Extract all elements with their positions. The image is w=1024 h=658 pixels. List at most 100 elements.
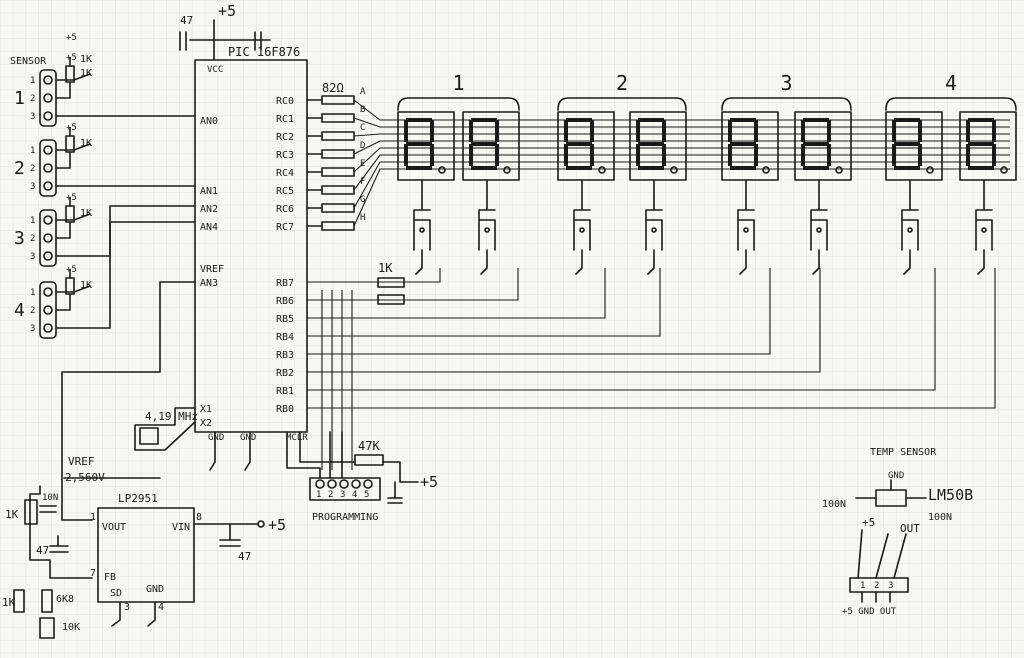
- regulator-p7: 7: [90, 568, 96, 579]
- segment: [564, 144, 568, 166]
- sensor-plus-label: +5: [66, 33, 77, 43]
- segment: [968, 118, 994, 122]
- temp-pin-number: 1: [860, 581, 865, 591]
- pin-number: 3: [30, 252, 35, 262]
- digit-group-label: 3: [781, 71, 793, 95]
- segment: [803, 142, 829, 146]
- temp-pinout: +5 GND OUT: [842, 607, 897, 617]
- driver-transistor: [419, 227, 425, 233]
- programming-res: 47K: [358, 439, 380, 453]
- pin-number: 2: [30, 234, 35, 244]
- segment: [801, 120, 805, 142]
- pin-number: 3: [30, 324, 35, 334]
- segment: [730, 142, 756, 146]
- driver-transistor: [743, 227, 749, 233]
- programming-pin: [327, 479, 337, 489]
- driver-transistor: [579, 227, 585, 233]
- mcu-pin-rb1: RB1: [276, 386, 294, 397]
- mcu-chip: PIC 16F876 VCC 47 +5: [179, 2, 308, 433]
- programming-plus: +5: [420, 473, 438, 491]
- programming-pin-number: 5: [364, 490, 369, 500]
- decimal-point: [670, 166, 678, 174]
- sensor-number: 4: [14, 300, 25, 321]
- decimal-point: [1000, 166, 1008, 174]
- mcu-pin-bottom: MCLR: [286, 433, 308, 443]
- regulator-vout: VOUT: [102, 522, 126, 533]
- vref-rmid: 1K: [2, 596, 16, 609]
- sensor-number: 2: [14, 158, 25, 179]
- pin-number: 1: [30, 76, 35, 86]
- segment: [894, 166, 920, 170]
- segment-letter: F: [360, 177, 365, 187]
- segment: [638, 166, 664, 170]
- mcu-pin-an3: AN3: [200, 278, 218, 289]
- sensor-plus: +5: [66, 123, 77, 133]
- connector-pin: [43, 75, 53, 85]
- regulator-fb: FB: [104, 572, 116, 583]
- segment: [404, 144, 408, 166]
- sensor-res: 1K: [80, 208, 92, 219]
- driver-transistor: [981, 227, 987, 233]
- mcu-pin-rb4: RB4: [276, 332, 294, 343]
- segment: [827, 120, 831, 142]
- mcu-pin-rc1: RC1: [276, 114, 294, 125]
- sensor-label: SENSOR: [10, 56, 47, 67]
- temp-out: OUT: [900, 522, 920, 535]
- segment-letter: A: [360, 87, 366, 97]
- pin-number: 3: [30, 112, 35, 122]
- segment: [495, 144, 499, 166]
- connector-pin: [43, 163, 53, 173]
- driver-transistor: [816, 227, 822, 233]
- digit-group-label: 1: [453, 71, 465, 95]
- segment: [406, 166, 432, 170]
- mcu-pin-bottom: GND: [240, 433, 256, 443]
- decimal-point: [598, 166, 606, 174]
- decimal-point: [835, 166, 843, 174]
- segment: [636, 144, 640, 166]
- regulator-p8: 8: [196, 512, 202, 523]
- mcu-pin-rb6: RB6: [276, 296, 294, 307]
- segment: [471, 166, 497, 170]
- regulator-sd: SD: [110, 588, 122, 599]
- connector-pin: [43, 93, 53, 103]
- segment: [801, 144, 805, 166]
- segment: [892, 144, 896, 166]
- programming-pin: [339, 479, 349, 489]
- sensor-plus: +5: [66, 53, 77, 63]
- temp-sensor: TEMP SENSOR GND LM50B 100N 100N +5 OUT 1…: [822, 447, 973, 617]
- programming-label: PROGRAMMING: [312, 512, 378, 523]
- segment: [662, 120, 666, 142]
- digit-drivers: [413, 179, 993, 275]
- regulator-p4: 4: [158, 602, 164, 613]
- regulator-vin: VIN: [172, 522, 190, 533]
- sensor-res-label: 1K: [80, 54, 92, 65]
- segment: [803, 118, 829, 122]
- crystal-label: 4,19 MHz: [145, 410, 198, 423]
- segment-letter: H: [360, 213, 365, 223]
- segment: [754, 144, 758, 166]
- mcu-name: PIC 16F876: [228, 45, 300, 59]
- driver-transistor: [484, 227, 490, 233]
- sensor-res: 1K: [80, 138, 92, 149]
- segment: [471, 118, 497, 122]
- seven-segment-display: [794, 111, 852, 181]
- mcu-cap-label: 47: [180, 14, 193, 27]
- temp-pin-number: 2: [874, 581, 879, 591]
- segment: [728, 144, 732, 166]
- segment: [827, 144, 831, 166]
- mcu-pin-rb7: RB7: [276, 278, 294, 289]
- vref-rtop: 1K: [5, 508, 19, 521]
- segment: [469, 144, 473, 166]
- driver-transistor: [651, 227, 657, 233]
- segment: [495, 120, 499, 142]
- segment-letter: D: [360, 141, 365, 151]
- segment: [564, 120, 568, 142]
- seven-segment-displays: [397, 111, 1017, 181]
- connector-pin: [43, 233, 53, 243]
- segment: [406, 118, 432, 122]
- seven-segment-display: [721, 111, 779, 181]
- temp-c1: 100N: [822, 499, 846, 510]
